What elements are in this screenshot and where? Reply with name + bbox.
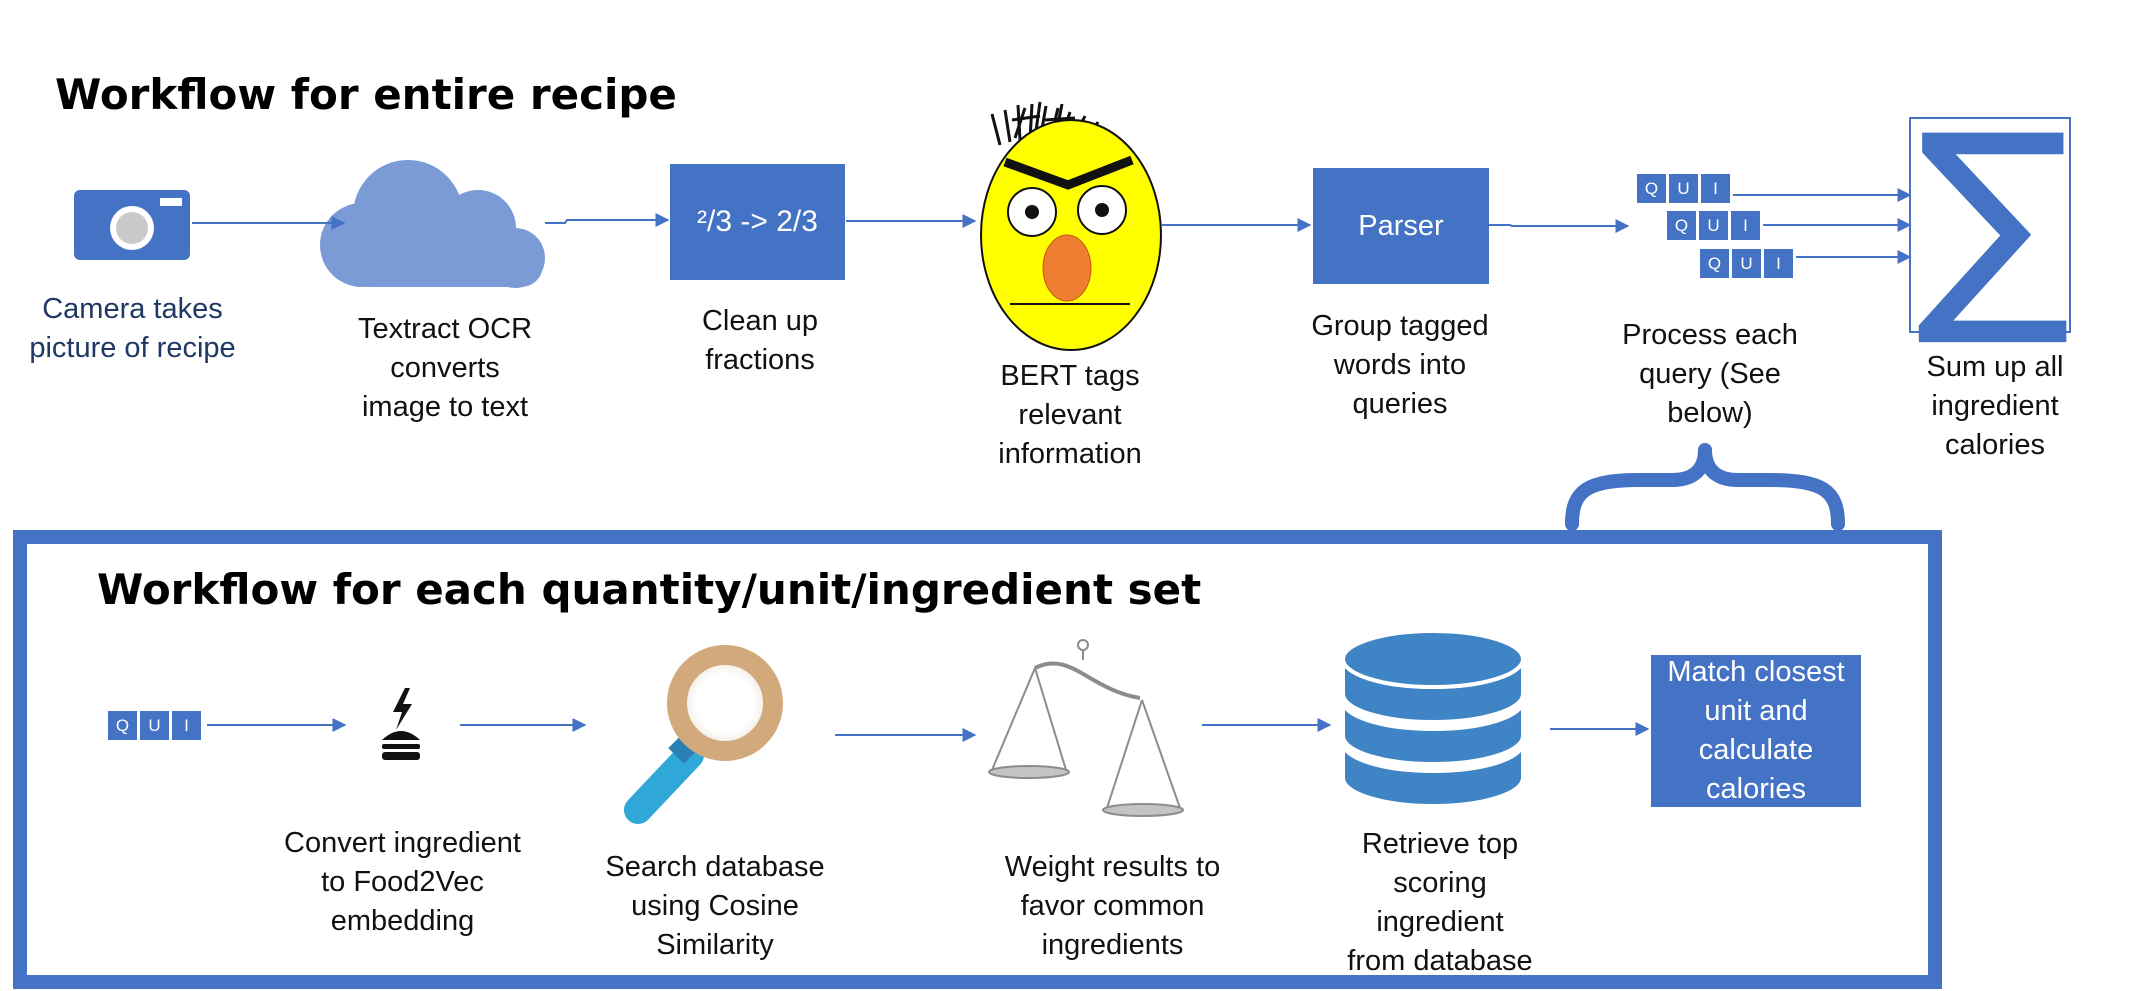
bottom-workflow-frame [13, 530, 1942, 989]
bert-face-icon [980, 101, 1162, 351]
qui-ingredient: I [172, 711, 201, 740]
burger-lightning-icon [382, 688, 420, 760]
qui-unit: U [1669, 174, 1698, 203]
bottom-workflow-title: Workflow for each quantity/unit/ingredie… [97, 565, 1202, 614]
qui-query-row-3: Q U I [1700, 249, 1793, 278]
fraction-cleanup-box: ²/3 -> 2/3 [670, 164, 845, 280]
top-workflow-title: Workflow for entire recipe [55, 70, 677, 119]
qui-quantity: Q [1700, 249, 1729, 278]
qui-quantity: Q [1667, 211, 1696, 240]
qui-ingredient: I [1764, 249, 1793, 278]
qui-ingredient: I [1731, 211, 1760, 240]
qui-unit: U [140, 711, 169, 740]
qui-query-row-2: Q U I [1667, 211, 1760, 240]
qui-ingredient: I [1701, 174, 1730, 203]
magnifying-glass-icon [624, 645, 783, 824]
sigma-icon: ∑ [1916, 86, 2071, 353]
parser-box: Parser [1313, 168, 1489, 284]
qui-unit: U [1699, 211, 1728, 240]
qui-unit: U [1732, 249, 1761, 278]
qui-query-row-1: Q U I [1637, 174, 1730, 203]
top-arrows [192, 188, 1912, 264]
qui-quantity: Q [1637, 174, 1666, 203]
database-icon [1341, 629, 1525, 808]
curly-brace-icon [1565, 443, 1845, 531]
bottom-arrows [207, 718, 1650, 742]
camera-icon [74, 190, 190, 260]
qui-input-row: Q U I [108, 711, 201, 740]
qui-quantity: Q [108, 711, 137, 740]
scale-icon [988, 639, 1184, 817]
cloud-icon [320, 160, 545, 288]
